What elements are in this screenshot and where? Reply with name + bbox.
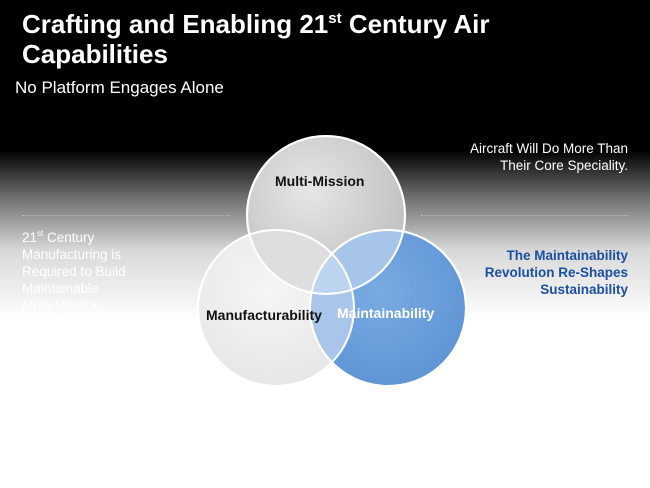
multi-manu-overlap: [247, 230, 354, 294]
left-callout: 21st Century Manufacturing is Required t…: [22, 229, 126, 331]
right-dotted-divider: [421, 215, 629, 216]
slide-title: Crafting and Enabling 21st Century Air C…: [22, 9, 490, 69]
multi-mission-label: Multi-Mission: [275, 173, 365, 189]
right-blue-callout: The Maintainability Revolution Re-Shapes…: [484, 248, 628, 297]
slide-subtitle: No Platform Engages Alone: [15, 78, 224, 97]
left-dotted-divider: [22, 215, 230, 216]
multi-maint-overlap: [310, 230, 405, 294]
right-callout: Aircraft Will Do More Than Their Core Sp…: [469, 141, 628, 173]
maintainability-label: Maintainability: [337, 305, 435, 321]
manufacturability-label: Manufacturability: [206, 307, 322, 323]
